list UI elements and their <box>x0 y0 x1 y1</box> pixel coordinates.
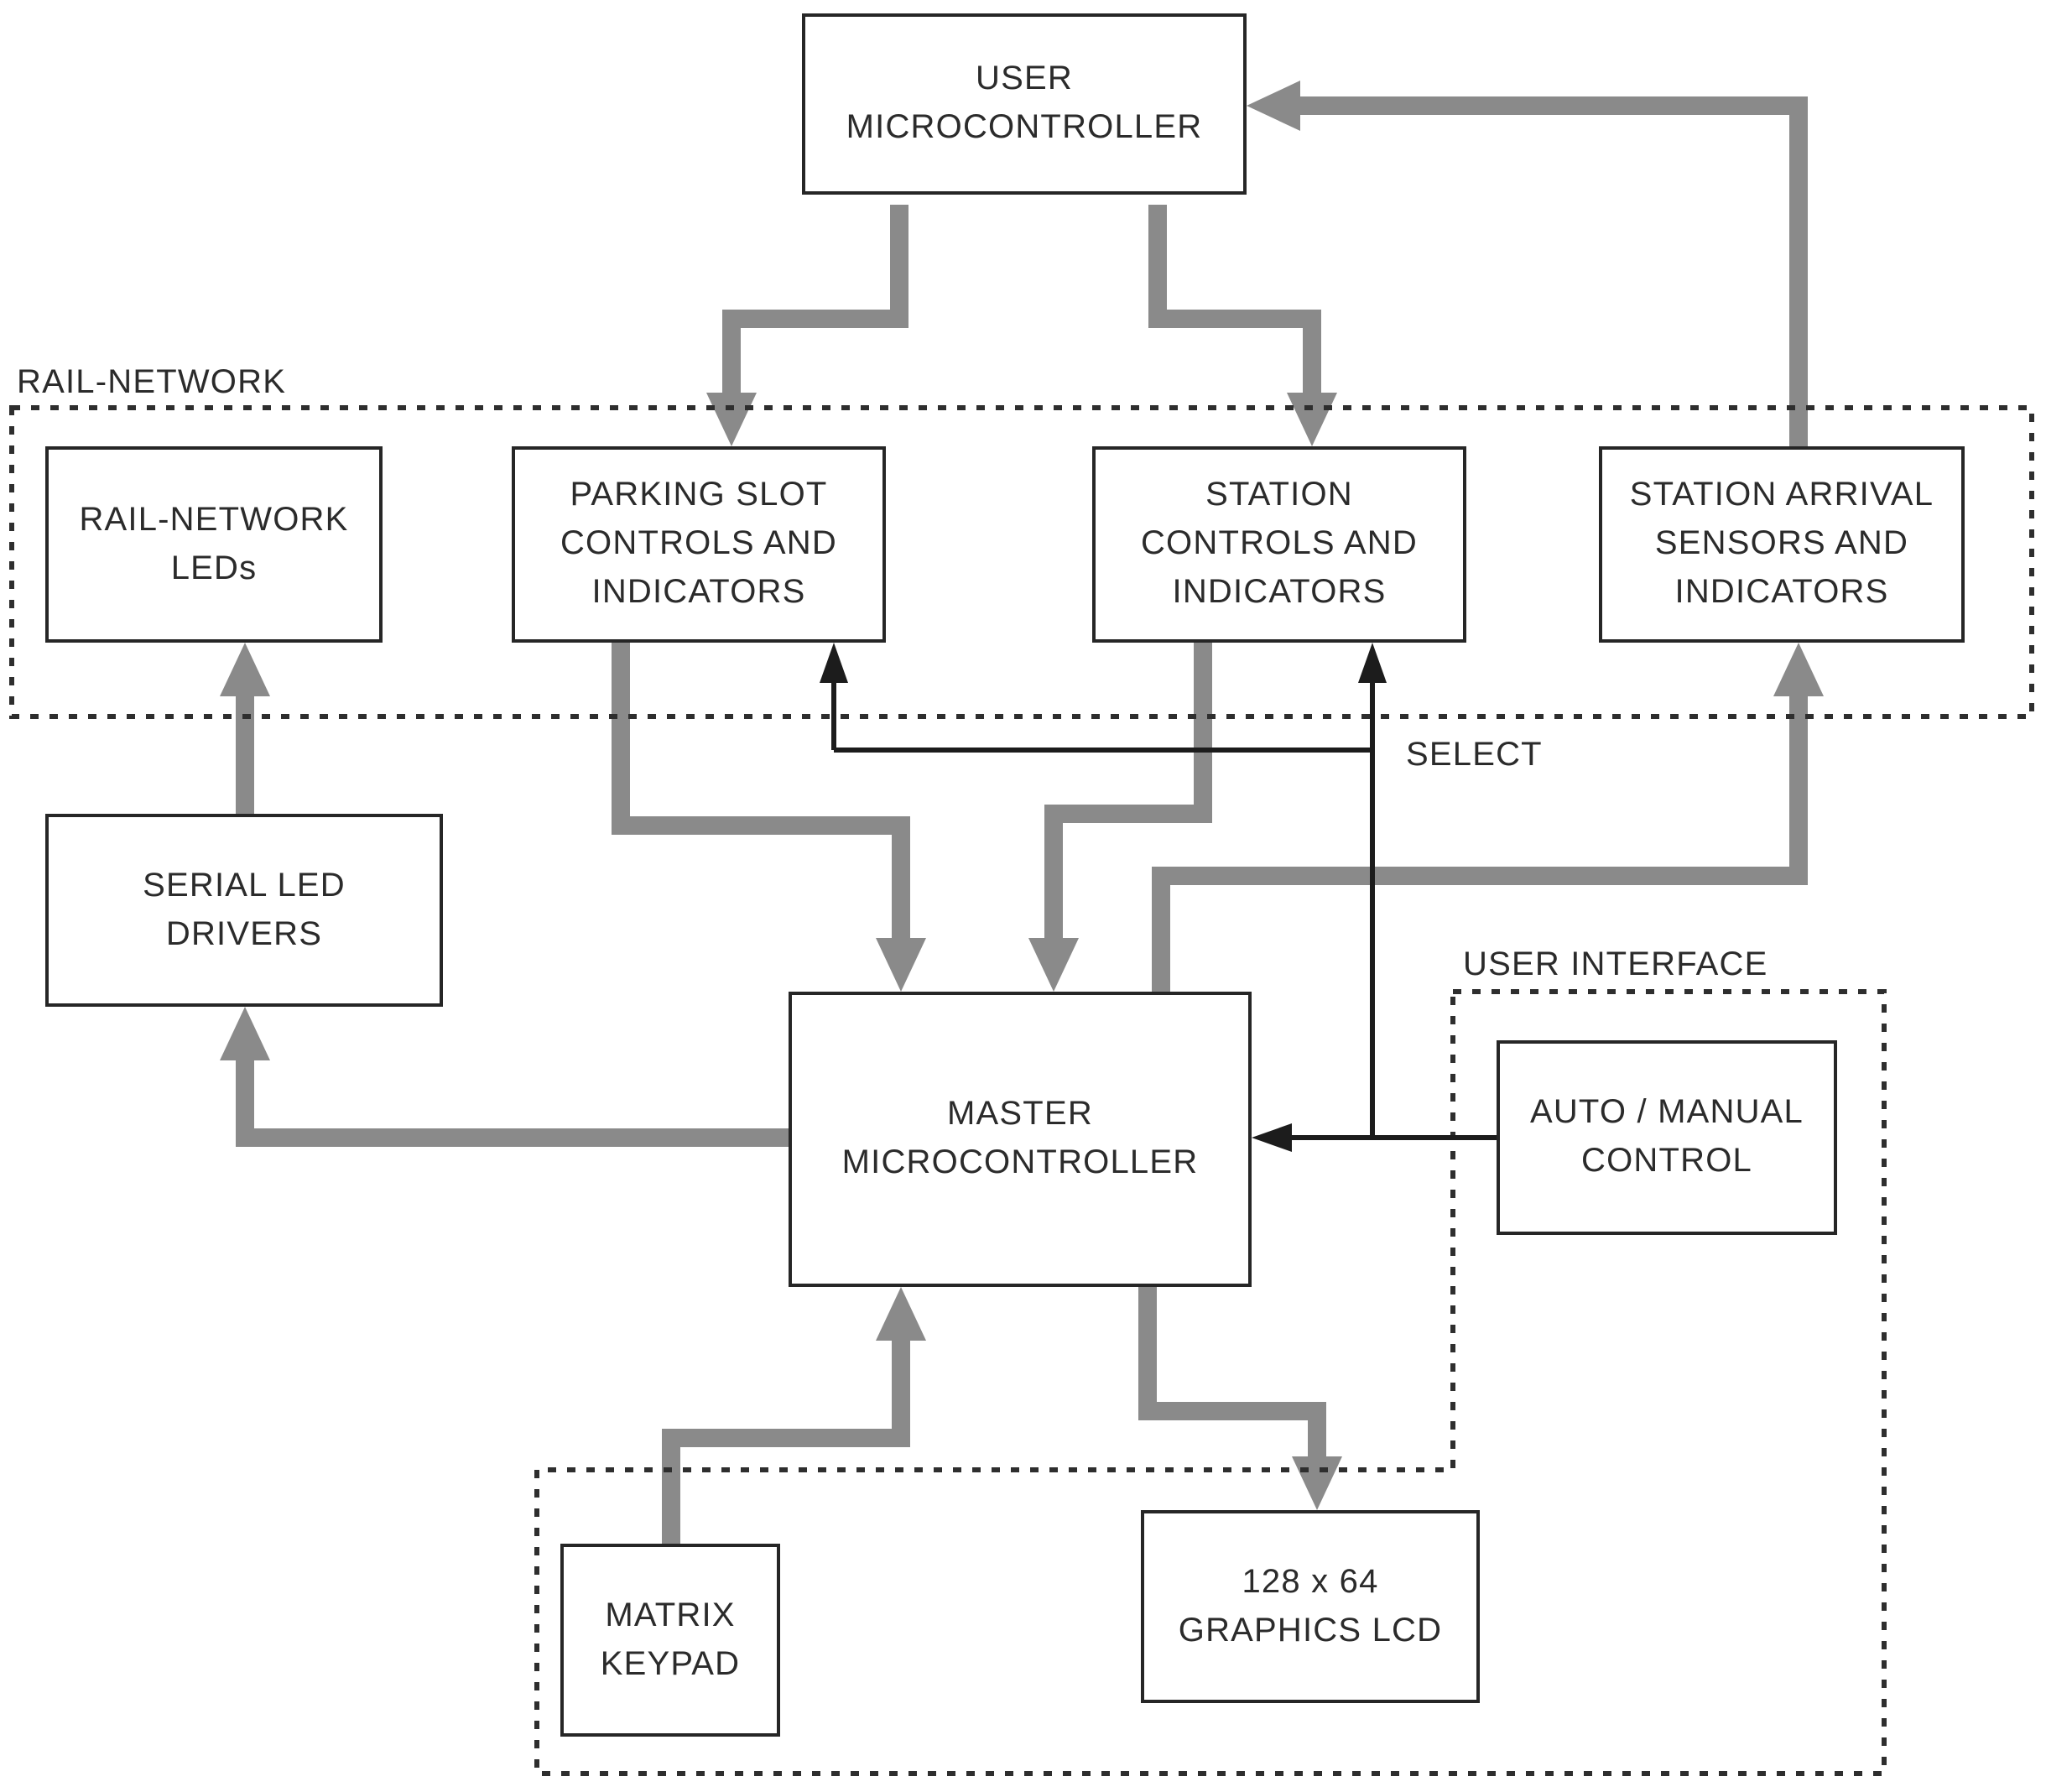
user-to-parking-arrowhead <box>706 393 757 446</box>
arrival-to-user-arrowhead <box>1247 81 1300 131</box>
graphics-lcd-label-line: 128 x 64 <box>1242 1563 1379 1600</box>
box-master-microcontroller: MASTER MICROCONTROLLER <box>789 992 1252 1287</box>
station-arrival-sensors-label-line: STATION ARRIVAL <box>1629 477 1934 513</box>
arrival-to-user-line <box>1300 96 1808 446</box>
master-to-serial-arrowhead <box>220 1007 270 1060</box>
select-to-station-arrowhead <box>1358 643 1387 683</box>
select-signal-label: SELECT <box>1406 737 1543 774</box>
user-to-parking-line <box>722 205 908 393</box>
box-parking-slot-controls: PARKING SLOT CONTROLS AND INDICATORS <box>512 446 886 643</box>
master-to-arrival-line <box>1152 696 1808 992</box>
keypad-to-master-line <box>662 1341 910 1544</box>
master-to-serial-line <box>236 1060 789 1147</box>
matrix-keypad-label-line: MATRIX <box>605 1597 736 1633</box>
master-to-lcd-line <box>1138 1287 1326 1456</box>
station-controls-label-line: CONTROLS AND <box>1140 525 1418 562</box>
box-serial-led-drivers: SERIAL LED DRIVERS <box>45 814 443 1007</box>
serial-to-leds-arrowhead <box>220 643 270 696</box>
user-microcontroller-label-line: USER <box>976 60 1073 97</box>
rail-network-group-label: RAIL-NETWORK <box>17 364 287 401</box>
parking-to-master-line <box>612 643 910 938</box>
master-microcontroller-label-line: MASTER <box>947 1096 1093 1133</box>
auto-manual-control-label-line: AUTO / MANUAL <box>1529 1094 1804 1131</box>
parking-slot-controls-label-line: CONTROLS AND <box>560 525 837 562</box>
master-to-lcd-arrowhead <box>1292 1456 1342 1510</box>
rail-network-leds-label-line: LEDs <box>170 550 258 586</box>
serial-led-drivers-label-line: SERIAL LED <box>143 867 346 904</box>
user-interface-group-label: USER INTERFACE <box>1463 946 1768 983</box>
box-station-arrival-sensors: STATION ARRIVAL SENSORS AND INDICATORS <box>1599 446 1965 643</box>
master-microcontroller-label-line: MICROCONTROLLER <box>841 1144 1199 1181</box>
box-user-microcontroller: USER MICROCONTROLLER <box>802 13 1247 195</box>
rail-network-leds-label-line: RAIL-NETWORK <box>79 501 349 538</box>
auto-manual-control-label-line: CONTROL <box>1581 1143 1752 1180</box>
user-to-station-line <box>1148 205 1321 393</box>
station-arrival-sensors-label-line: INDICATORS <box>1674 574 1889 611</box>
station-arrival-sensors-label-line: SENSORS AND <box>1654 525 1909 562</box>
automanual-to-master-arrowhead <box>1252 1123 1292 1152</box>
matrix-keypad-label-line: KEYPAD <box>600 1645 741 1682</box>
box-matrix-keypad: MATRIX KEYPAD <box>560 1544 780 1737</box>
parking-to-master-arrowhead <box>876 938 926 992</box>
station-to-master-line <box>1044 643 1212 938</box>
box-graphics-lcd: 128 x 64 GRAPHICS LCD <box>1141 1510 1480 1703</box>
box-rail-network-leds: RAIL-NETWORK LEDs <box>45 446 383 643</box>
station-to-master-arrowhead <box>1028 938 1079 992</box>
graphics-lcd-label-line: GRAPHICS LCD <box>1178 1612 1443 1649</box>
select-to-parking-arrowhead <box>820 643 848 683</box>
rail-network-group-outline <box>9 405 2034 719</box>
serial-led-drivers-label-line: DRIVERS <box>165 915 323 952</box>
keypad-to-master-arrowhead <box>876 1287 926 1341</box>
station-controls-label-line: STATION <box>1205 477 1353 513</box>
user-interface-group-outline <box>534 989 1887 1776</box>
box-auto-manual-control: AUTO / MANUAL CONTROL <box>1497 1040 1837 1235</box>
user-to-station-arrowhead <box>1287 393 1337 446</box>
parking-slot-controls-label-line: PARKING SLOT <box>570 477 828 513</box>
parking-slot-controls-label-line: INDICATORS <box>591 574 806 611</box>
station-controls-label-line: INDICATORS <box>1172 574 1387 611</box>
master-to-arrival-arrowhead <box>1773 643 1824 696</box>
box-station-controls: STATION CONTROLS AND INDICATORS <box>1092 446 1466 643</box>
user-microcontroller-label-line: MICROCONTROLLER <box>846 109 1203 146</box>
